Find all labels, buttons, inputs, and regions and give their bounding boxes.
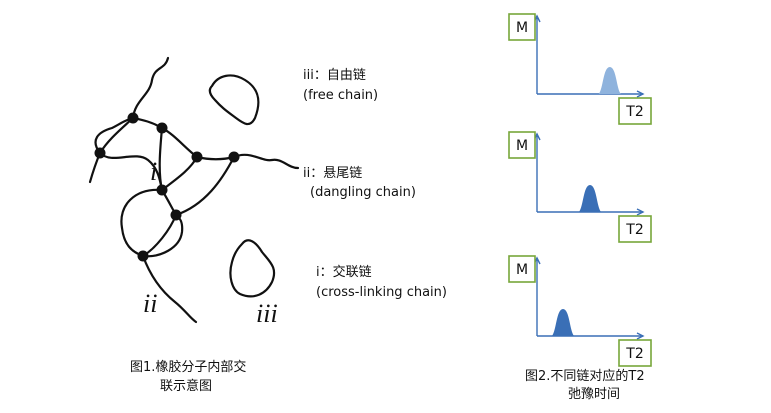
marker-i: i	[150, 157, 157, 186]
y-label-box	[508, 255, 536, 283]
chain-lower-right	[141, 213, 184, 258]
y-label-box	[508, 13, 536, 41]
x-label: T2	[625, 104, 643, 120]
chain-top-branch	[131, 56, 170, 120]
chain-link-1-left	[98, 116, 135, 155]
crosslink-node	[170, 209, 182, 221]
relaxation-peak	[552, 309, 574, 336]
y-label: M	[516, 20, 528, 36]
chain-network	[88, 56, 300, 324]
crosslink-node	[228, 151, 240, 163]
crosslink-node	[156, 184, 168, 196]
panel-crosslink: M T2	[508, 255, 652, 367]
relaxation-peak	[598, 67, 621, 94]
crosslink-node	[191, 151, 203, 163]
figure1-caption-line2: 联示意图	[160, 378, 212, 394]
figure2-caption-line1: 图2.不同链对应的T2	[525, 368, 645, 384]
y-label-box	[508, 131, 536, 159]
chain-link-2-3	[160, 126, 199, 159]
marker-iii: iii	[256, 299, 278, 328]
legend-free-en: (free chain)	[303, 88, 378, 103]
chain-link-2-4	[158, 126, 164, 192]
legend-crosslink-cn: i：交联链	[316, 264, 372, 280]
legend-dangling-cn: ii：悬尾链	[303, 166, 362, 181]
y-label: M	[516, 262, 528, 278]
chain-link-5-6	[174, 155, 236, 217]
crosslink-node	[156, 122, 168, 134]
chain-lower-loop	[120, 188, 164, 258]
x-arrow-icon	[636, 208, 645, 216]
x-label-box	[618, 97, 652, 125]
legend-dangling-en: (dangling chain)	[310, 185, 416, 200]
free-chain-top	[208, 74, 260, 126]
x-label-box	[618, 339, 652, 367]
legend-free-cn: iii：自由链	[303, 68, 366, 83]
crosslink-node	[94, 147, 106, 159]
relaxation-peak	[579, 185, 601, 212]
crosslink-node	[127, 112, 139, 124]
x-label: T2	[625, 222, 643, 238]
panel-free: M T2	[508, 13, 652, 125]
crosslink-nodes	[94, 112, 240, 262]
marker-ii: ii	[143, 289, 157, 318]
legend: iii：自由链 (free chain) ii：悬尾链 (dangling ch…	[303, 68, 447, 300]
x-label-box	[618, 215, 652, 243]
free-chain-bottom	[229, 239, 276, 298]
x-label: T2	[625, 346, 643, 362]
panel-dangling: M T2	[508, 131, 652, 243]
chain-bottom-tail	[141, 254, 198, 324]
legend-crosslink-en: (cross-linking chain)	[316, 285, 447, 300]
crosslink-node	[137, 250, 149, 262]
figure1-caption-line1: 图1.橡胶分子内部交	[130, 359, 246, 375]
x-arrow-icon	[636, 90, 645, 98]
figure2-caption-line2: 弛豫时间	[568, 387, 620, 402]
chain-link-3-4	[160, 155, 199, 192]
y-label: M	[516, 138, 528, 154]
chain-link-3-5	[195, 155, 236, 161]
chain-right-tail	[232, 153, 300, 170]
chain-left-tail	[94, 116, 135, 155]
x-arrow-icon	[636, 332, 645, 340]
